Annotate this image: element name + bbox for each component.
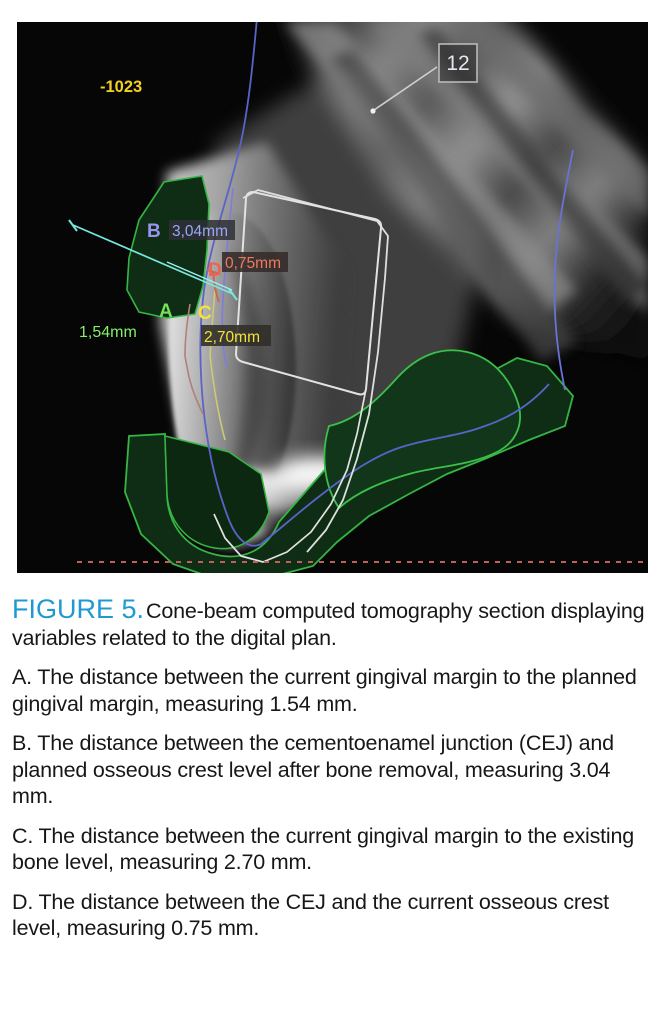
cbct-image-panel: -1023 12 B 3,04mm D 0,75mm A 1,54mm C 2,… bbox=[17, 22, 648, 573]
measure-value-c: 2,70mm bbox=[204, 329, 260, 346]
caption-item-a: A. The distance between the current ging… bbox=[12, 665, 637, 716]
caption-title-text: Cone-beam computed tomography section di… bbox=[12, 599, 645, 650]
caption-title-line: FIGURE 5.Cone-beam computed tomography s… bbox=[12, 596, 657, 651]
tooth-number-leader-line bbox=[373, 66, 438, 111]
caption-item-d: D. The distance between the CEJ and the … bbox=[12, 889, 609, 941]
tooth-number-callout bbox=[370, 43, 478, 114]
tooth-number-label: 12 bbox=[446, 52, 469, 75]
cbct-scan-graphic: -1023 12 B 3,04mm D 0,75mm A 1,54mm C 2,… bbox=[17, 22, 648, 573]
planned-root-outline bbox=[213, 388, 367, 563]
tooth-number-anchor-dot bbox=[370, 108, 376, 114]
measure-letter-c: C bbox=[198, 303, 212, 324]
measure-letter-a: A bbox=[159, 301, 173, 322]
measure-value-bg-c bbox=[201, 325, 271, 346]
planned-restoration-contour bbox=[213, 189, 389, 563]
measure-value-bg-b bbox=[169, 220, 235, 240]
measure-value-d: 0,75mm bbox=[225, 255, 281, 272]
measure-value-b: 3,04mm bbox=[172, 223, 228, 240]
gingiva-outline-right bbox=[323, 349, 521, 510]
hu-readout: -1023 bbox=[100, 78, 142, 96]
figure-label: FIGURE 5. bbox=[12, 594, 145, 624]
caption-item-c: C. The distance between the current ging… bbox=[12, 823, 635, 875]
measurement-ruler-line bbox=[68, 219, 238, 301]
planned-crown-outline bbox=[235, 191, 383, 396]
tooth-number-box bbox=[438, 43, 478, 83]
bone-outline-blue bbox=[199, 22, 574, 547]
measure-letter-b: B bbox=[147, 221, 161, 242]
figure-caption: FIGURE 5.Cone-beam computed tomography s… bbox=[12, 596, 657, 951]
measure-value-a: 1,54mm bbox=[79, 324, 137, 341]
measure-letter-d: D bbox=[208, 260, 222, 281]
measure-value-bg-d bbox=[222, 252, 288, 272]
caption-item-b: B. The distance between the cementoename… bbox=[12, 731, 614, 808]
gingiva-outline-upper bbox=[126, 175, 210, 319]
